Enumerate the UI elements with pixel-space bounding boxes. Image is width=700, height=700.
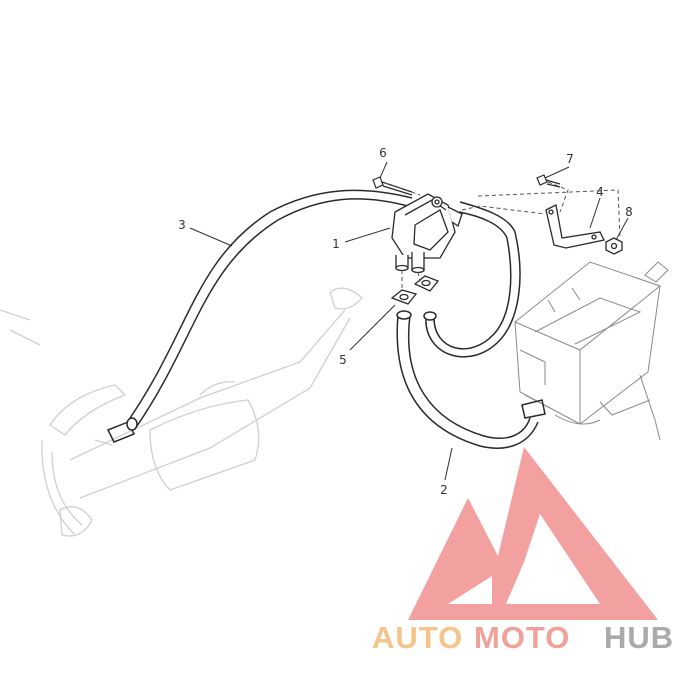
wordmark-auto: AUTO <box>372 620 463 655</box>
logo-mark <box>408 447 658 620</box>
bracket-4 <box>545 204 605 249</box>
hose-2 <box>396 310 546 449</box>
hose-3 <box>106 189 413 443</box>
nut-8 <box>605 237 623 255</box>
part-number-1: 1 <box>332 237 340 251</box>
part-number-6: 6 <box>379 146 387 160</box>
part-number-5: 5 <box>339 353 347 367</box>
automotohub-logo <box>408 447 658 620</box>
wordmark-hub: HUB <box>604 620 674 655</box>
automotohub-wordmark: AUTO MOTO HUB <box>372 620 674 655</box>
part-number-2: 2 <box>440 483 448 497</box>
dashed-assembly-lines <box>384 181 621 290</box>
part-number-3: 3 <box>178 218 186 232</box>
hose-vent <box>423 201 521 358</box>
battery-box-ghost <box>514 261 669 441</box>
part-number-8: 8 <box>625 205 633 219</box>
gaskets <box>390 275 440 305</box>
part-number-7: 7 <box>566 152 574 166</box>
leader-lines <box>189 161 629 481</box>
valve-body <box>391 193 463 274</box>
wordmark-moto: MOTO <box>474 620 570 655</box>
screw-7 <box>536 174 561 188</box>
part-number-4: 4 <box>596 185 604 199</box>
